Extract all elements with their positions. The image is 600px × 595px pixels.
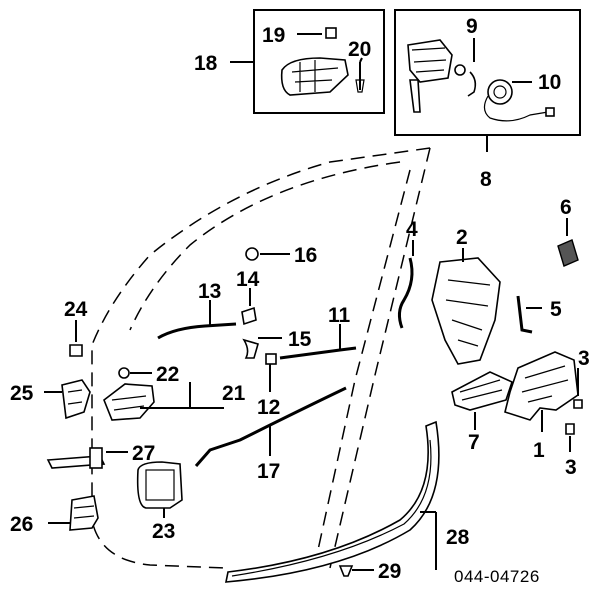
callout-8: 8 [480, 168, 492, 191]
clip-6 [557, 239, 579, 267]
handle-21 [103, 383, 155, 421]
door-outline [91, 147, 431, 569]
hinge-and-handle-parts [44, 320, 224, 531]
callout-16: 16 [294, 244, 317, 267]
outside-handle-7 [451, 371, 513, 411]
callout-11: 11 [328, 304, 351, 327]
callout-26: 26 [10, 513, 33, 536]
callout-7: 7 [468, 431, 480, 454]
inset-box-18 [230, 9, 385, 114]
clip-16 [245, 247, 259, 261]
callout-5: 5 [550, 298, 562, 321]
callout-20: 20 [348, 38, 371, 61]
bezel-23 [136, 461, 183, 509]
hinge-25 [61, 379, 91, 420]
cylinder-10 [487, 79, 513, 105]
link-rods [157, 247, 357, 467]
callout-10: 10 [538, 71, 561, 94]
lock-assembly-1 [504, 351, 579, 421]
cover-2 [431, 257, 501, 365]
clip-19 [325, 27, 337, 39]
clip-12 [265, 353, 277, 365]
inset-box-8 [394, 9, 581, 152]
callout-15: 15 [288, 328, 312, 351]
callout-22: 22 [156, 363, 179, 386]
callout-3a: 3 [578, 347, 590, 370]
clip-9 [467, 71, 477, 97]
callout-25: 25 [10, 382, 34, 405]
callout-2: 2 [456, 226, 468, 249]
clip-14 [241, 306, 257, 326]
diagram-code: 044-04726 [454, 567, 540, 586]
key-8 [409, 79, 421, 113]
callout-29: 29 [378, 560, 401, 583]
callout-23: 23 [152, 520, 175, 543]
clip-29 [338, 565, 354, 577]
callout-27: 27 [132, 442, 155, 465]
callout-12: 12 [257, 396, 280, 419]
callout-labels: 1 2 3 3 4 5 6 7 8 9 10 11 12 13 14 15 16… [10, 15, 590, 583]
screw-3b [565, 423, 575, 435]
callout-17: 17 [257, 460, 280, 483]
clip-22 [118, 367, 130, 379]
callout-28: 28 [446, 526, 470, 549]
callout-18: 18 [194, 52, 218, 75]
clip-15 [242, 338, 259, 359]
callout-1: 1 [533, 439, 545, 462]
callout-19: 19 [262, 24, 285, 47]
rod-4 [397, 257, 414, 329]
weatherstrip [225, 420, 440, 583]
callout-9: 9 [466, 15, 478, 38]
callout-6: 6 [560, 196, 572, 219]
callout-21: 21 [222, 382, 246, 405]
callout-14: 14 [236, 268, 260, 291]
rod-13 [157, 322, 237, 340]
weatherstrip-28 [225, 420, 440, 583]
door-lock-assembly [397, 218, 583, 452]
screw-3a [573, 399, 583, 409]
callout-4: 4 [406, 218, 418, 241]
callout-24: 24 [64, 298, 88, 321]
bracket-5 [516, 295, 533, 334]
callout-13: 13 [198, 280, 221, 303]
callout-3b: 3 [565, 456, 577, 479]
hinge-26 [69, 495, 99, 531]
rod-17 [194, 386, 347, 467]
rod-11 [279, 346, 357, 360]
bolt-24 [69, 344, 83, 357]
